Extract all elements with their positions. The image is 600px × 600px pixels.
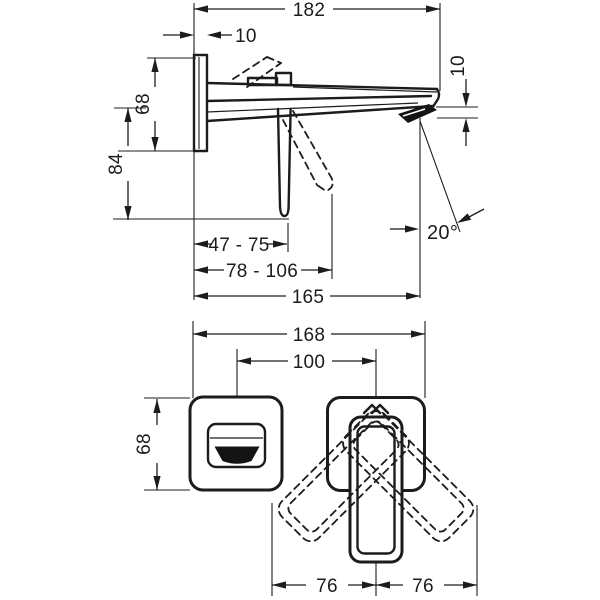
side-view: 182 10 10 20° (106, 0, 485, 308)
spout (205, 56, 441, 123)
arrowhead (406, 292, 420, 300)
arrowhead (318, 266, 332, 274)
arrowhead (194, 292, 208, 300)
arrowhead (405, 225, 419, 233)
arrowhead (194, 5, 208, 13)
spout-top-edge (205, 81, 439, 91)
arrowhead (194, 266, 208, 274)
arrowhead (193, 330, 207, 338)
handle-rosette-front (277, 396, 475, 564)
arrowhead (207, 31, 221, 39)
dim-angle-20: 20° (390, 118, 485, 298)
spout-end-face (432, 87, 441, 108)
dim-label-76-left: 76 (316, 576, 338, 597)
dim-label-78-106: 78 - 106 (226, 261, 298, 282)
arrowhead (237, 357, 251, 365)
dim-10-plate: 10 (163, 26, 257, 47)
dim-label-47-75: 47 - 75 (208, 235, 269, 256)
dim-label-100: 100 (293, 352, 326, 373)
arrowhead (426, 5, 440, 13)
dim-label-182: 182 (293, 0, 326, 21)
dim-label-84: 84 (106, 153, 127, 175)
lever-handle-side (276, 107, 292, 218)
arrowhead (273, 240, 287, 248)
dim-78-106: 78 - 106 (194, 194, 333, 282)
dim-168: 168 (193, 325, 425, 346)
dim-label-20deg: 20° (427, 222, 458, 244)
dim-label-10-tip: 10 (448, 55, 469, 77)
aerator (398, 104, 437, 123)
dim-label-68-side: 68 (133, 93, 154, 115)
arrowhead (462, 118, 470, 132)
dim-label-76-right: 76 (412, 576, 434, 597)
lever-open-dashed (282, 110, 334, 193)
arrowhead (124, 206, 132, 220)
lever-swing-right-dashed (342, 410, 475, 543)
dim-76-left: 76 (272, 576, 376, 597)
lever-swing-left-dashed (277, 410, 410, 543)
arrowhead (194, 240, 208, 248)
dim-84: 84 (106, 107, 289, 220)
lever-raised-dashed (232, 56, 282, 88)
dim-label-68-front: 68 (134, 433, 155, 455)
wall-plate (192, 53, 209, 153)
dim-68-front: 68 (134, 397, 190, 491)
dim-label-10-plate: 10 (235, 26, 257, 47)
dim-label-165: 165 (292, 287, 325, 308)
arrowhead (151, 58, 159, 72)
spout-opening-frame (206, 422, 267, 469)
arrowhead (124, 108, 132, 122)
arrowhead (457, 213, 472, 223)
arrowhead (153, 476, 161, 490)
front-view: 168 100 68 (134, 321, 478, 597)
lever-handle-inner-line (356, 425, 396, 555)
spout-bottom-edge (205, 104, 435, 123)
spout-underside-line (206, 102, 419, 113)
aerator-highlight (402, 108, 426, 117)
lever-handle-front (348, 415, 404, 564)
dim-165: 165 (194, 287, 420, 308)
dim-10-spout-tip: 10 (436, 55, 478, 146)
arrowhead (272, 581, 286, 589)
arrowhead (153, 399, 161, 413)
lever-pivot-cap (274, 71, 293, 87)
dim-label-168: 168 (293, 325, 326, 346)
spout-escutcheon-front (188, 395, 284, 492)
arrowhead (362, 357, 376, 365)
spout-escutcheon-plate (188, 395, 284, 492)
spout-top-face-line (292, 86, 438, 93)
spout-opening-dark (214, 446, 260, 464)
arrowhead (180, 31, 194, 39)
spout-chamfer-line (205, 94, 433, 103)
arrowhead (411, 330, 425, 338)
arrowhead (151, 137, 159, 151)
dim-68-side: 68 (118, 57, 204, 152)
arrowhead (376, 581, 390, 589)
dim-182: 182 (194, 0, 440, 21)
dim-100: 100 (237, 352, 376, 373)
arrowhead (463, 581, 477, 589)
angle-slanted-line (419, 120, 461, 233)
dim-76-right: 76 (376, 576, 477, 597)
dim-47-75: 47 - 75 (194, 223, 289, 256)
arrowhead (362, 581, 376, 589)
arrowhead (462, 93, 470, 107)
